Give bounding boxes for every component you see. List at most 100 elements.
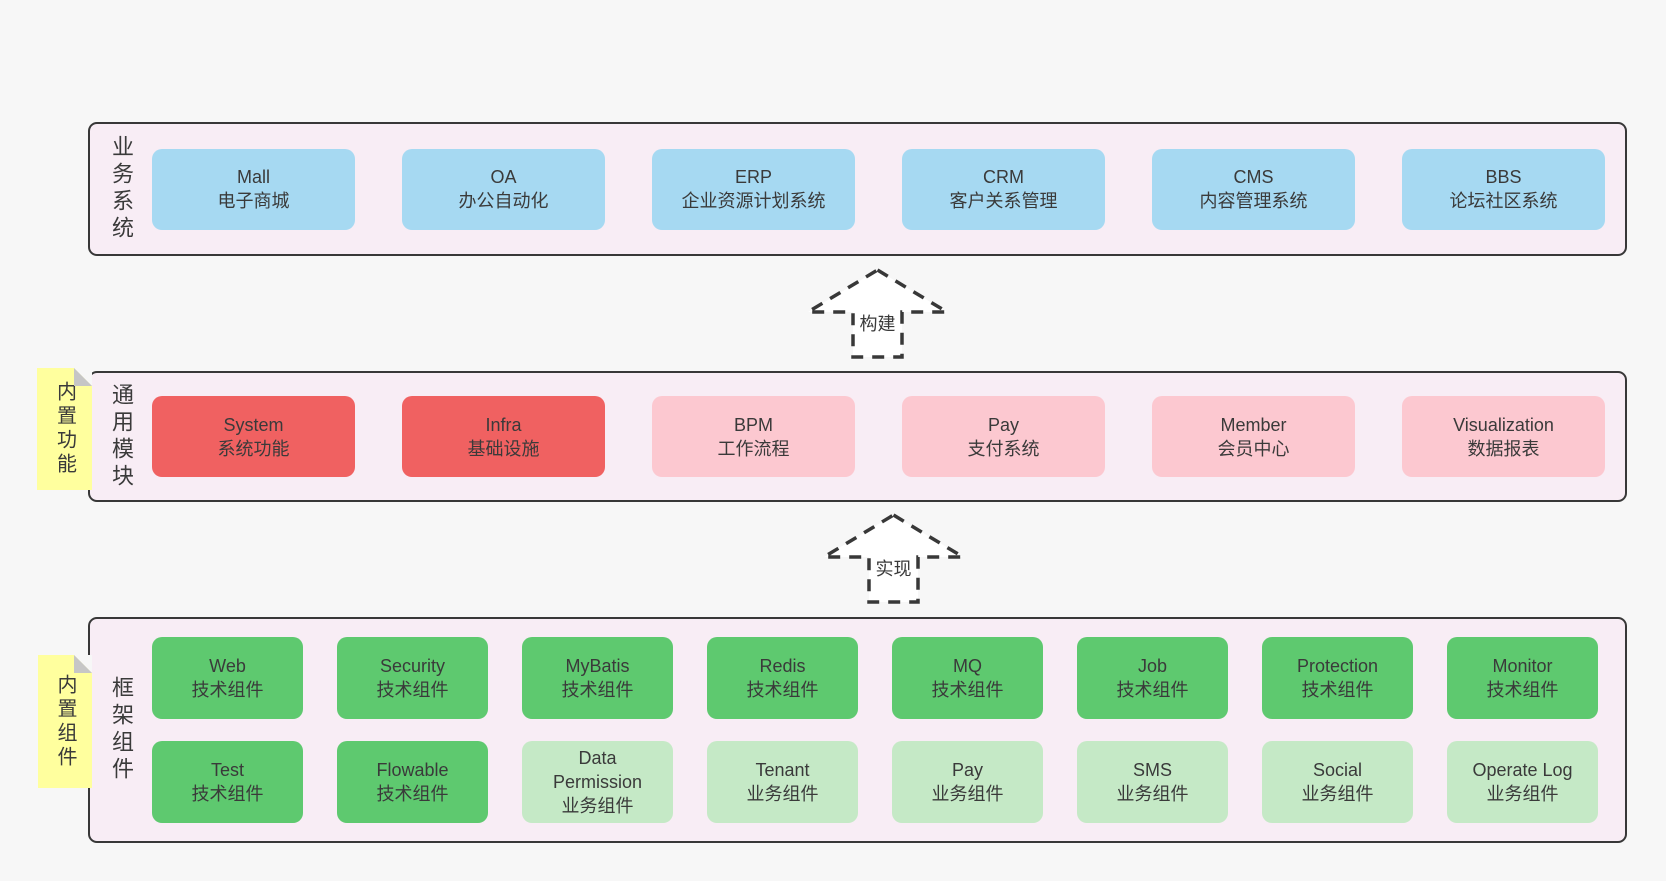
box-subtitle: 会员中心 [1217, 438, 1290, 459]
box-subtitle: 业务组件 [1301, 784, 1374, 804]
box-protection: Protection 技术组件 [1262, 637, 1413, 719]
layer-framework-components: 框架组件 Web 技术组件 Security 技术组件 MyBatis 技术组件… [88, 617, 1627, 843]
box-title: CRM [983, 167, 1024, 187]
box-title: MyBatis [565, 656, 630, 676]
box-title: Data Permission [552, 748, 643, 792]
box-subtitle: 业务组件 [1486, 784, 1559, 804]
layer-business-systems: 业务系统 Mall 电子商城 OA 办公自动化 ERP 企业资源计划系统 CRM… [88, 122, 1627, 256]
layer-label-common-modules: 通用模块 [109, 382, 134, 491]
box-data-permission: Data Permission 业务组件 [522, 741, 673, 823]
box-subtitle: 技术组件 [1301, 680, 1374, 700]
box-subtitle: 支付系统 [967, 438, 1040, 459]
box-crm: CRM 客户关系管理 [902, 148, 1105, 230]
box-redis: Redis 技术组件 [707, 637, 858, 719]
box-subtitle: 工作流程 [717, 438, 790, 459]
box-mq: MQ 技术组件 [892, 637, 1043, 719]
box-title: Security [379, 656, 446, 676]
box-title: Job [1137, 656, 1168, 676]
box-title: SMS [1132, 760, 1172, 780]
box-subtitle: 技术组件 [1486, 680, 1559, 700]
box-subtitle: 内容管理系统 [1199, 191, 1308, 211]
box-subtitle: 客户关系管理 [949, 191, 1058, 211]
box-title: Social [1312, 760, 1363, 780]
folded-corner-icon [74, 368, 92, 386]
box-subtitle: 系统功能 [217, 438, 290, 459]
box-job: Job 技术组件 [1077, 637, 1228, 719]
box-system: System 系统功能 [152, 396, 355, 477]
box-title: MQ [953, 656, 982, 676]
box-title: Pay [987, 414, 1020, 435]
box-pay-component: Pay 业务组件 [892, 741, 1043, 823]
box-title: BBS [1485, 167, 1522, 187]
box-tenant: Tenant 业务组件 [707, 741, 858, 823]
box-subtitle: 技术组件 [376, 680, 449, 700]
box-flowable: Flowable 技术组件 [337, 741, 488, 823]
sticky-text: 内置功能 [53, 381, 76, 477]
box-title: Flowable [376, 760, 449, 780]
box-title: BPM [733, 414, 773, 435]
box-title: ERP [734, 167, 772, 187]
box-sms: SMS 业务组件 [1077, 741, 1228, 823]
box-pay-module: Pay 支付系统 [902, 396, 1105, 477]
box-title: Redis [759, 656, 806, 676]
box-subtitle: 业务组件 [1116, 784, 1189, 804]
box-title: Protection [1296, 656, 1379, 676]
box-cms: CMS 内容管理系统 [1152, 148, 1355, 230]
box-subtitle: 业务组件 [746, 784, 819, 804]
box-visualization: Visualization 数据报表 [1402, 396, 1605, 477]
folded-corner-icon [74, 655, 92, 673]
box-subtitle: 技术组件 [376, 784, 449, 804]
arrow-label-implement: 实现 [872, 555, 915, 581]
box-social: Social 业务组件 [1262, 741, 1413, 823]
box-subtitle: 电子商城 [217, 191, 290, 211]
box-subtitle: 数据报表 [1467, 438, 1540, 459]
box-title: Test [210, 760, 244, 780]
box-subtitle: 业务组件 [931, 784, 1004, 804]
framework-components-row-2: Test 技术组件 Flowable 技术组件 Data Permission … [152, 741, 1625, 823]
sticky-text: 内置组件 [54, 673, 76, 770]
box-monitor: Monitor 技术组件 [1447, 637, 1598, 719]
business-systems-box-row: Mall 电子商城 OA 办公自动化 ERP 企业资源计划系统 CRM 客户关系… [152, 124, 1625, 254]
box-title: Visualization [1453, 414, 1554, 435]
box-title: CMS [1233, 167, 1274, 187]
box-bbs: BBS 论坛社区系统 [1402, 148, 1605, 230]
box-bpm: BPM 工作流程 [652, 396, 855, 477]
box-title: Infra [485, 414, 522, 435]
layer-label-framework-components: 框架组件 [109, 676, 134, 784]
box-title: Web [209, 656, 246, 676]
box-test: Test 技术组件 [152, 741, 303, 823]
box-erp: ERP 企业资源计划系统 [652, 148, 855, 230]
box-title: Operate Log [1472, 760, 1573, 780]
box-subtitle: 技术组件 [746, 680, 819, 700]
box-oa: OA 办公自动化 [402, 148, 605, 230]
box-mybatis: MyBatis 技术组件 [522, 637, 673, 719]
box-title: Mall [236, 167, 270, 187]
box-subtitle: 办公自动化 [458, 191, 549, 211]
framework-components-row-1: Web 技术组件 Security 技术组件 MyBatis 技术组件 Redi… [152, 637, 1625, 719]
box-mall: Mall 电子商城 [152, 148, 355, 230]
box-subtitle: 技术组件 [561, 680, 634, 700]
box-title: Tenant [755, 760, 810, 780]
common-modules-box-row: System 系统功能 Infra 基础设施 BPM 工作流程 Pay 支付系统… [152, 373, 1625, 500]
arrow-implement: 实现 [821, 511, 966, 606]
box-title: System [223, 414, 284, 435]
box-subtitle: 技术组件 [931, 680, 1004, 700]
box-web: Web 技术组件 [152, 637, 303, 719]
layer-label-business-systems: 业务系统 [109, 135, 134, 243]
sticky-note-builtin-features: 内置功能 [37, 368, 92, 490]
box-subtitle: 业务组件 [561, 796, 634, 816]
box-subtitle: 技术组件 [191, 784, 264, 804]
box-operate-log: Operate Log 业务组件 [1447, 741, 1598, 823]
box-subtitle: 论坛社区系统 [1449, 191, 1558, 211]
framework-components-grid: Web 技术组件 Security 技术组件 MyBatis 技术组件 Redi… [152, 619, 1625, 841]
box-title: Monitor [1492, 656, 1553, 676]
box-infra: Infra 基础设施 [402, 396, 605, 477]
box-subtitle: 基础设施 [467, 438, 540, 459]
box-title: Pay [951, 760, 984, 780]
box-title: OA [490, 167, 517, 187]
box-subtitle: 技术组件 [191, 680, 264, 700]
box-title: Member [1220, 414, 1287, 435]
box-subtitle: 企业资源计划系统 [681, 191, 826, 211]
box-subtitle: 技术组件 [1116, 680, 1189, 700]
